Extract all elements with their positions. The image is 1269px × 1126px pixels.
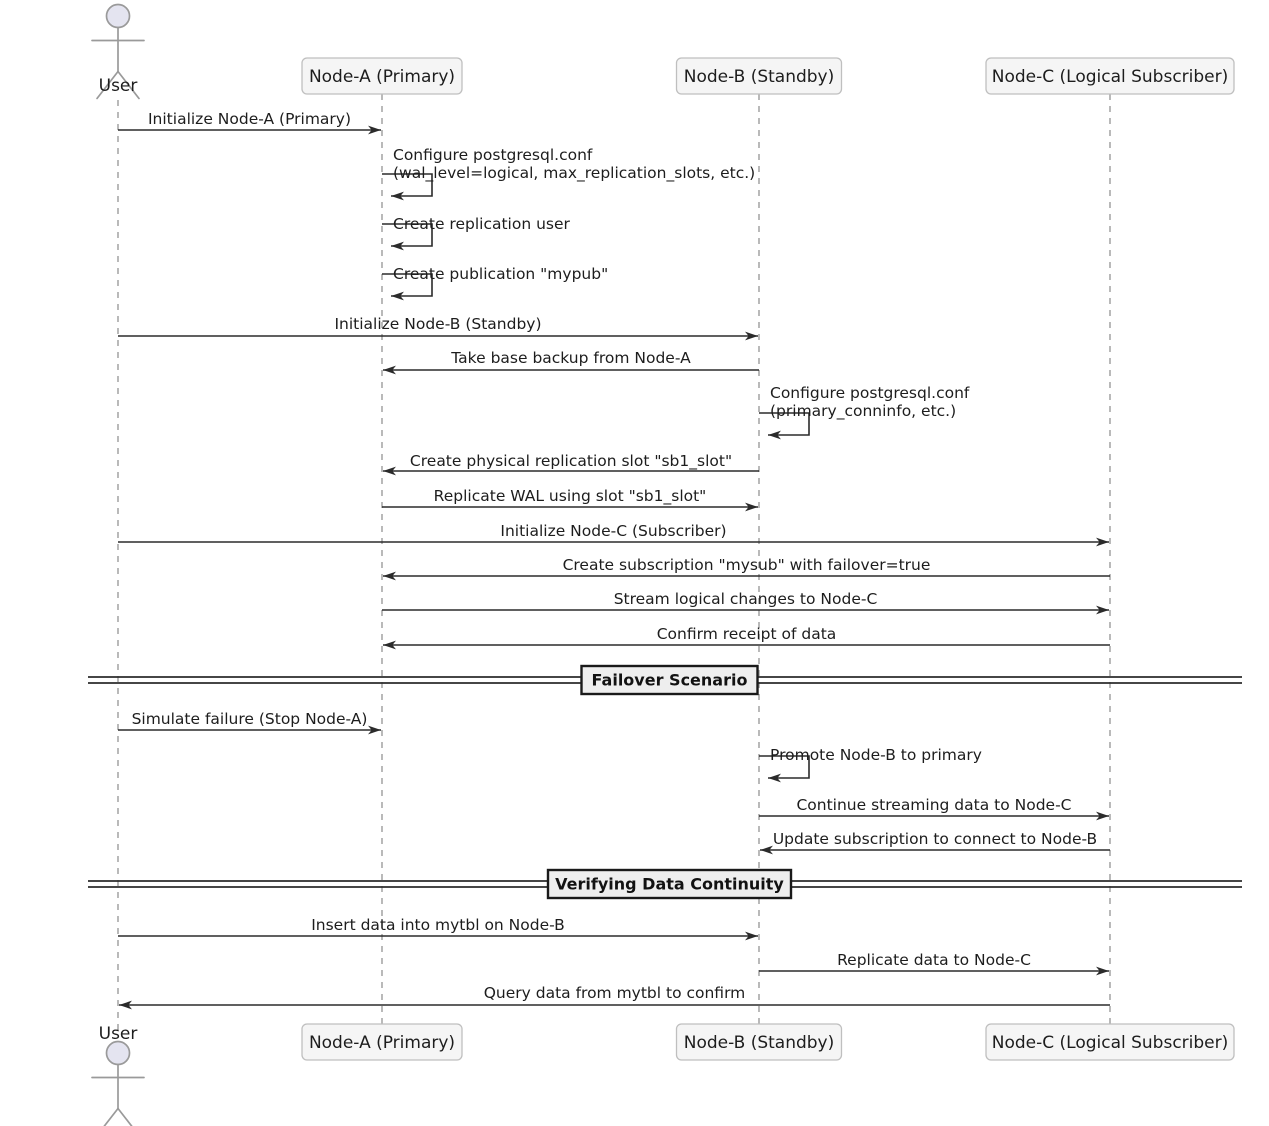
actor-leg-left [96,70,119,100]
message-create-physical-replication-slot-sb1-slot[interactable]: Create physical replication slot "sb1_sl… [383,452,759,476]
message-update-subscription-to-connect-to-node-b[interactable]: Update subscription to connect to Node-B [760,830,1110,855]
participant-box-nodec[interactable] [985,57,1235,95]
self-message-path [382,273,433,301]
divider-label: Verifying Data Continuity [555,875,784,894]
message-label: Query data from mytbl to confirm [484,984,746,1002]
self-message-path [382,173,433,201]
actor-user-bottom: User [91,1024,145,1126]
message-label: Replicate data to Node-C [837,951,1031,969]
message-stream-logical-changes-to-node-c[interactable]: Stream logical changes to Node-C [382,590,1109,615]
message-query-data-from-mytbl-to-confirm[interactable]: Query data from mytbl to confirm [119,984,1110,1010]
message-create-replication-user[interactable]: Create replication user [382,215,571,251]
message-label: Configure postgresql.conf [770,384,970,402]
message-label: Continue streaming data to Node-C [796,796,1071,814]
message-label: Create replication user [393,215,571,233]
actor-leg-right [117,70,140,100]
message-confirm-receipt-of-data[interactable]: Confirm receipt of data [383,625,1110,650]
message-simulate-failure-stop-node-a[interactable]: Simulate failure (Stop Node-A) [118,710,381,735]
message-label: Configure postgresql.conf [393,146,593,164]
participant-label-nodec: Node-C (Logical Subscriber) [992,67,1229,87]
divider-failover-scenario: Failover Scenario [88,664,1242,696]
participant-box-nodeb[interactable] [675,1023,843,1061]
participant-nodea-footer[interactable]: Node-A (Primary) [301,1023,463,1061]
message-label: Promote Node-B to primary [770,746,982,764]
actor-leg-left [103,1107,119,1126]
message-initialize-node-c-subscriber[interactable]: Initialize Node-C (Subscriber) [118,522,1109,547]
actor-head-icon [105,3,131,29]
message-label: Initialize Node-B (Standby) [334,315,541,333]
participant-nodec-footer[interactable]: Node-C (Logical Subscriber) [985,1023,1235,1061]
message-replicate-data-to-node-c[interactable]: Replicate data to Node-C [759,951,1109,976]
participant-box-nodea[interactable] [301,57,463,95]
self-message-path [759,755,810,783]
actor-leg-right [117,1107,133,1126]
participant-label-nodea: Node-A (Primary) [309,67,455,87]
message-label: Initialize Node-A (Primary) [148,110,351,128]
message-label: Create publication "mypub" [393,265,608,283]
message-promote-node-b-to-primary[interactable]: Promote Node-B to primary [759,746,982,783]
participant-boxes-group: Node-A (Primary) Node-A (Primary) Node-B (… [301,57,1235,1061]
message-label: Replicate WAL using slot "sb1_slot" [434,487,707,506]
message-configure-postgresql-conf[interactable]: Configure postgresql.conf(primary_connin… [759,384,970,440]
participant-nodea-header[interactable]: Node-A (Primary) [301,57,463,95]
message-initialize-node-b-standby[interactable]: Initialize Node-B (Standby) [118,315,758,341]
message-label: Take base backup from Node-A [450,349,691,367]
messages-group: Initialize Node-A (Primary) Configure pos… [118,110,1110,1010]
divider-box [580,664,759,696]
message-label: (wal_level=logical, max_replication_slot… [393,164,755,183]
participant-nodeb-header[interactable]: Node-B (Standby) [675,57,843,95]
participant-nodec-header[interactable]: Node-C (Logical Subscriber) [985,57,1235,95]
divider-box [546,868,793,900]
participant-box-nodec[interactable] [985,1023,1235,1061]
message-create-subscription-mysub-with-failover-true[interactable]: Create subscription "mysub" with failove… [383,556,1110,581]
message-label: Create physical replication slot "sb1_sl… [410,452,732,471]
message-replicate-wal-using-slot-sb1-slot[interactable]: Replicate WAL using slot "sb1_slot" [382,487,758,512]
participant-label-nodea: Node-A (Primary) [309,1033,455,1053]
self-message-path [382,223,433,251]
self-message-path [759,412,810,440]
participant-label-nodeb: Node-B (Standby) [684,1033,835,1053]
message-label: Create subscription "mysub" with failove… [563,556,931,574]
actor-label-user-top: User [99,76,138,96]
message-configure-postgresql-conf[interactable]: Configure postgresql.conf(wal_level=logi… [382,146,755,201]
actor-head-icon [105,1040,131,1066]
message-create-publication-mypub[interactable]: Create publication "mypub" [382,265,608,301]
message-take-base-backup-from-node-a[interactable]: Take base backup from Node-A [383,349,759,375]
participant-nodeb-footer[interactable]: Node-B (Standby) [675,1023,843,1061]
message-label: Stream logical changes to Node-C [614,590,878,608]
message-insert-data-into-mytbl-on-node-b[interactable]: Insert data into mytbl on Node-B [118,916,758,941]
message-label: Confirm receipt of data [657,625,837,643]
message-label: Update subscription to connect to Node-B [773,830,1097,848]
message-label: Initialize Node-C (Subscriber) [500,522,726,540]
participant-box-nodea[interactable] [301,1023,463,1061]
participant-box-nodeb[interactable] [675,57,843,95]
message-label: Insert data into mytbl on Node-B [311,916,565,934]
divider-verifying-data-continuity: Verifying Data Continuity [88,868,1242,900]
divider-label: Failover Scenario [592,671,748,690]
actor-label-user-bottom: User [99,1024,138,1044]
message-initialize-node-a-primary[interactable]: Initialize Node-A (Primary) [118,110,381,135]
participant-label-nodec: Node-C (Logical Subscriber) [992,1033,1229,1053]
participant-label-nodeb: Node-B (Standby) [684,67,835,87]
message-label: (primary_conninfo, etc.) [770,402,956,421]
message-continue-streaming-data-to-node-c[interactable]: Continue streaming data to Node-C [759,796,1109,821]
actor-user-top: User [91,3,145,100]
message-label: Simulate failure (Stop Node-A) [132,710,368,728]
